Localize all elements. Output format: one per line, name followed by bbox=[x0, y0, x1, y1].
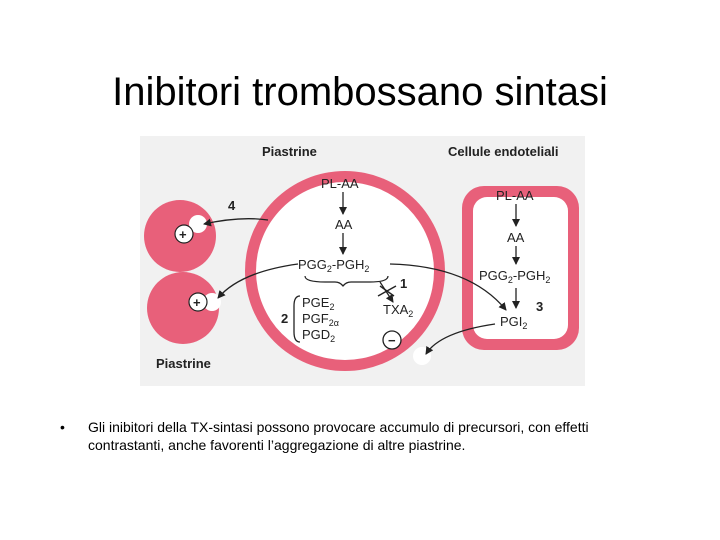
slide-title: Inibitori trombossano sintasi bbox=[112, 70, 608, 114]
platelet-aa: AA bbox=[335, 217, 353, 232]
endo-pgi2: PGI2 bbox=[500, 314, 527, 331]
diagram-svg: Piastrine Cellule endoteliali PL-AA AA P… bbox=[140, 136, 585, 386]
platelet-pgg-pgh: PGG2-PGH2 bbox=[298, 257, 369, 274]
plus-badge-bottom bbox=[188, 292, 208, 312]
endo-pl-aa: PL-AA bbox=[496, 188, 534, 203]
inhibition-minus-badge bbox=[382, 330, 402, 350]
endothelial-cell-inner bbox=[473, 197, 568, 339]
receptor-notch-top bbox=[189, 215, 207, 233]
endo-pgg-pgh: PGG2-PGH2 bbox=[479, 268, 550, 285]
bullet-text: Gli inibitori della TX-sintasi possono p… bbox=[88, 419, 589, 453]
product-pge2: PGE2 bbox=[302, 295, 334, 312]
label-2: 2 bbox=[281, 311, 288, 326]
minus-sign: − bbox=[388, 333, 396, 348]
bullet-marker: • bbox=[60, 419, 65, 435]
bottom-platelets-label: Piastrine bbox=[156, 356, 211, 371]
label-1: 1 bbox=[400, 276, 407, 291]
product-txa2: TXA2 bbox=[383, 302, 413, 319]
prostaglandin-pathway-diagram: Piastrine Cellule endoteliali PL-AA AA P… bbox=[140, 136, 585, 386]
plus-badge-top bbox=[174, 224, 194, 244]
endo-aa: AA bbox=[507, 230, 525, 245]
header-platelets: Piastrine bbox=[262, 144, 317, 159]
header-endothelial: Cellule endoteliali bbox=[448, 144, 559, 159]
product-pgf2a: PGF2α bbox=[302, 311, 339, 328]
small-platelet-bottom bbox=[147, 272, 219, 344]
receptor-notch-bottom bbox=[203, 293, 221, 311]
receptor-notch-ring bbox=[413, 347, 431, 365]
product-pgd2: PGD2 bbox=[302, 327, 335, 344]
plus-sign-bottom: + bbox=[193, 295, 201, 310]
plus-sign-top: + bbox=[179, 227, 187, 242]
label-3: 3 bbox=[536, 299, 543, 314]
label-4: 4 bbox=[228, 198, 236, 213]
platelet-cell-inner bbox=[256, 182, 434, 360]
platelet-pl-aa: PL-AA bbox=[321, 176, 359, 191]
